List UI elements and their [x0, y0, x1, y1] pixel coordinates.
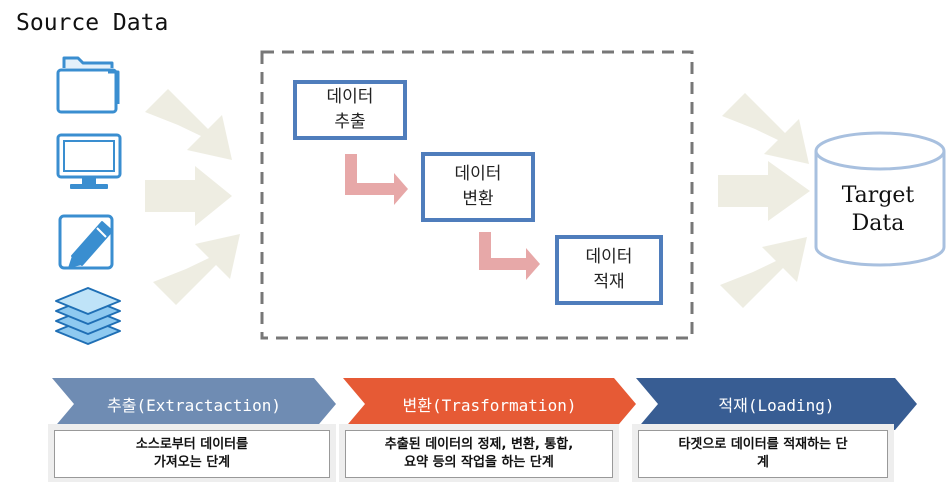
target-label-line1: Target	[841, 183, 915, 208]
phase-desc-transformation: 추출된 데이터의 정제, 변환, 통합, 요약 등의 작업을 하는 단계	[345, 430, 613, 478]
edit-icon	[58, 214, 114, 270]
outgoing-arrow-1	[722, 93, 809, 164]
monitor-icon	[56, 133, 122, 189]
step-transform-line1: 데이터	[454, 164, 502, 184]
process-container	[260, 50, 694, 340]
desc-transformation-line1: 추출된 데이터의 정제, 변환, 통합,	[384, 437, 574, 452]
step-arrow-1	[345, 154, 408, 205]
layers-icon	[55, 287, 121, 345]
step-load-line2: 적재	[593, 272, 625, 292]
incoming-arrow-3	[153, 234, 240, 305]
desc-loading-line2: 계	[757, 455, 769, 470]
step-box-load: 데이터 적재	[555, 235, 663, 305]
step-transform-line2: 변환	[462, 189, 494, 209]
phase-band-transformation	[343, 378, 636, 430]
desc-extraction-line1: 소스로부터 데이터를	[135, 437, 249, 452]
step-extract-line2: 추출	[334, 112, 366, 132]
step-arrow-2	[479, 232, 540, 280]
target-data-label: Target Data	[814, 182, 942, 238]
phase-label-extraction: 추출(Extractaction)	[107, 396, 281, 415]
step-box-transform: 데이터 변환	[421, 152, 535, 222]
outgoing-arrow-3	[720, 237, 807, 308]
phase-band-extraction	[52, 378, 336, 430]
phase-label-transformation: 변환(Trasformation)	[402, 396, 577, 415]
phase-band-loading	[636, 378, 917, 430]
incoming-arrow-1	[145, 89, 232, 160]
step-extract-line1: 데이터	[326, 87, 374, 107]
desc-extraction-line2: 가져오는 단계	[153, 455, 231, 470]
step-load-line1: 데이터	[585, 247, 633, 267]
target-data-cylinder	[814, 131, 946, 267]
outgoing-arrow-2	[718, 161, 810, 221]
phase-label-loading: 적재(Loading)	[718, 396, 835, 415]
source-data-title: Source Data	[16, 10, 169, 36]
phase-desc-loading: 타겟으로 데이터를 적재하는 단 계	[638, 430, 888, 478]
step-box-extract: 데이터 추출	[293, 80, 407, 140]
folder-icon	[56, 56, 120, 114]
incoming-arrow-2	[145, 166, 232, 226]
phase-desc-extraction: 소스로부터 데이터를 가져오는 단계	[54, 430, 330, 478]
desc-transformation-line2: 요약 등의 작업을 하는 단계	[404, 455, 554, 470]
desc-loading-line1: 타겟으로 데이터를 적재하는 단	[678, 437, 848, 452]
target-label-line2: Data	[851, 211, 905, 236]
